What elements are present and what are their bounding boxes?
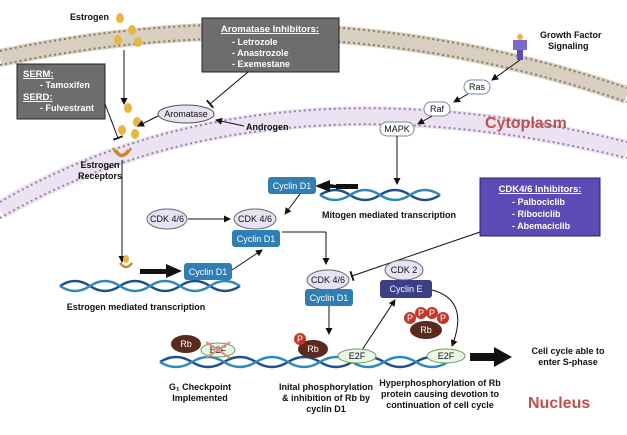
hyper-label: protein causing devotion to [381, 389, 500, 399]
estrogen-tx-label: Estrogen mediated transcription [67, 302, 206, 312]
g1-label: G₁ Checkpoint [169, 382, 231, 392]
svg-text:P: P [440, 313, 446, 323]
svg-text:Cyclin D1: Cyclin D1 [189, 267, 228, 277]
cell-cycle-label: Cell cycle able to [531, 346, 605, 356]
svg-text:CDK 4/6: CDK 4/6 [238, 214, 272, 224]
svg-text:P: P [418, 308, 424, 318]
cdk-item: - Abemaciclib [512, 221, 571, 231]
serd-title: SERD: [23, 92, 53, 103]
rb-e2f-bound: Rb E2F [171, 335, 236, 359]
aromatase-enzyme [157, 104, 215, 124]
hyper-label: Hyperphosphorylation of Rb [379, 378, 501, 388]
rb-phospho-node: Rb P [294, 333, 328, 358]
receptor-on-dna-icon [119, 262, 133, 269]
nuclear-membrane [0, 106, 627, 219]
cyclin-d1-estrogen-node: Cyclin D1 [184, 263, 232, 280]
svg-text:Rb: Rb [180, 339, 192, 349]
estrogen-dna-icon [59, 279, 241, 293]
svg-text:CDK 4/6: CDK 4/6 [311, 275, 345, 285]
svg-text:Cyclin D1: Cyclin D1 [310, 293, 349, 303]
estrogen-receptor-icon [111, 147, 133, 158]
nucleus-label: Nucleus [528, 395, 590, 412]
aromatase-inhibitors-box: Aromatase Inhibitors: - Letrozole - Anas… [201, 17, 340, 73]
cdk46-cyclind1-nuclear: CDK 4/6 Cyclin D1 [305, 269, 353, 306]
rb-hyperphospho-node: Rb P P P P [404, 307, 449, 339]
e2f-released-node: E2F [337, 348, 377, 364]
estrogen-molecules-icon [114, 13, 142, 139]
serd-item: - Fulvestrant [40, 103, 94, 113]
cdk2-cyclin-e-complex: CDK 2 Cyclin E [380, 259, 432, 298]
cytoplasm-label: Cytoplasm [485, 115, 567, 132]
cdk46-free-node: CDK 4/6 [146, 208, 188, 230]
svg-text:E2F: E2F [349, 351, 366, 361]
svg-text:P: P [429, 308, 435, 318]
svg-text:CDK 4/6: CDK 4/6 [150, 214, 184, 224]
initial-phos-label: Inital phosphorylation [279, 382, 373, 392]
nucleus-dna-icon [159, 355, 449, 369]
estrogen-label: Estrogen [70, 12, 109, 22]
svg-text:Rb: Rb [307, 344, 319, 354]
mitogen-dna-icon [319, 188, 441, 202]
mitogen-label: Mitogen mediated transcription [322, 210, 456, 220]
svg-text:Raf: Raf [430, 104, 445, 114]
svg-text:Cyclin D1: Cyclin D1 [237, 234, 276, 244]
aromatase-item: - Exemestane [232, 59, 290, 69]
growth-factor-label: Growth Factor [540, 30, 602, 40]
growth-factor-receptor-icon [513, 34, 527, 60]
cdk-box-title: CDK4/6 Inhibitors: [499, 184, 582, 195]
cyclin-d1-node: Cyclin D1 [268, 177, 316, 194]
androgen-label: Androgen [246, 122, 289, 132]
serm-serd-box: SERM: - Tamoxifen SERD: - Fulvestrant [16, 63, 106, 120]
svg-text:Rb: Rb [420, 325, 432, 335]
serm-title: SERM: [23, 69, 54, 80]
cdk46-inhibitors-box: CDK4/6 Inhibitors: - Palbociclib - Riboc… [479, 177, 601, 237]
svg-text:CDK 2: CDK 2 [391, 265, 418, 275]
serm-item: - Tamoxifen [40, 80, 90, 90]
svg-text:MAPK: MAPK [384, 124, 410, 134]
transcription-arrow-icon [140, 269, 168, 274]
growth-factor-label: Signaling [548, 41, 589, 51]
hyper-label: continuation of cell cycle [386, 400, 494, 410]
mapk-node: MAPK [379, 121, 415, 137]
g1-label: Implemented [172, 393, 228, 403]
estrogen-receptors-label: Estrogen [80, 160, 119, 170]
e2f-free-node: E2F [426, 348, 466, 364]
estrogen-receptors-label: Receptors [78, 171, 122, 181]
initial-phos-label: cyclin D1 [306, 404, 346, 414]
raf-node: Raf [423, 101, 451, 117]
cdk-item: - Ribociclib [512, 209, 561, 219]
aromatase-item: - Anastrozole [232, 48, 289, 58]
cdk46-cyclind1-complex: CDK 4/6 Cyclin D1 [232, 208, 280, 247]
transcription-arrow-icon [315, 180, 355, 192]
ras-node: Ras [463, 79, 491, 95]
aromatase-box-title: Aromatase Inhibitors: [221, 24, 319, 35]
svg-text:P: P [407, 313, 413, 323]
svg-text:P: P [297, 334, 303, 344]
svg-text:E2F: E2F [438, 351, 455, 361]
initial-phos-label: & inhibition of Rb by [282, 393, 370, 403]
s-phase-arrow-icon [470, 353, 496, 361]
blocked-x-icon [205, 341, 231, 359]
svg-text:Cyclin D1: Cyclin D1 [273, 181, 312, 191]
svg-text:Ras: Ras [469, 82, 486, 92]
cdk-item: - Palbociclib [512, 197, 566, 207]
aromatase-label: Aromatase [164, 109, 208, 119]
aromatase-item: - Letrozole [232, 37, 278, 47]
svg-text:Cyclin E: Cyclin E [389, 284, 422, 294]
cell-cycle-label: enter S-phase [538, 357, 598, 367]
